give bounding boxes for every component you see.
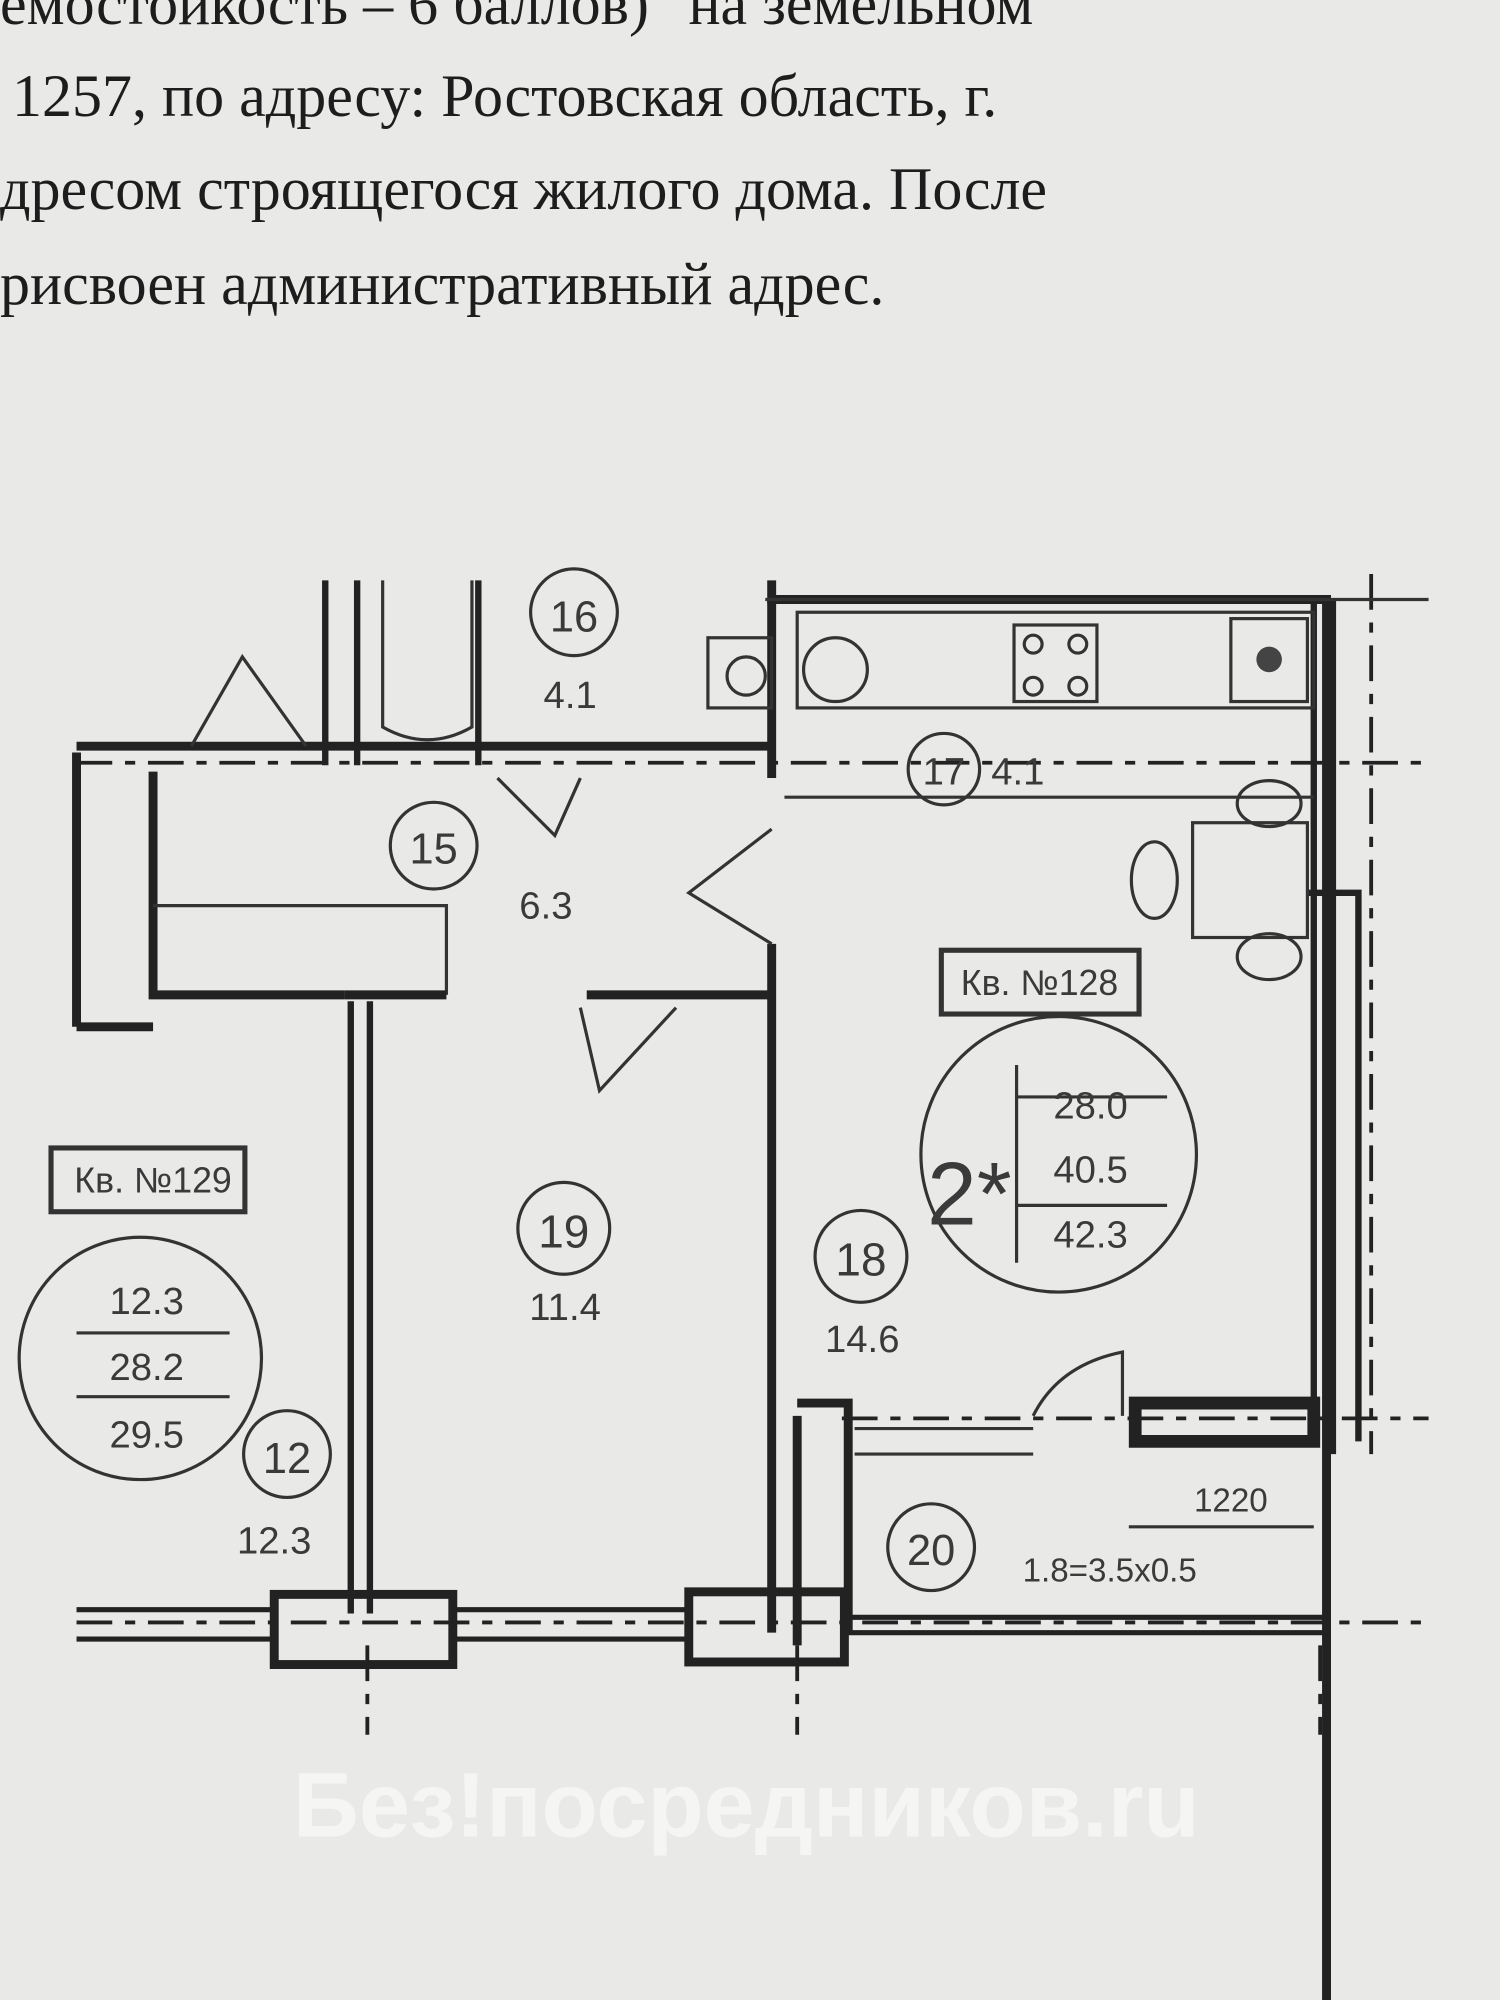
room-19: 19 11.4: [516, 1180, 612, 1329]
apartment-label: Кв. №129: [74, 1161, 231, 1201]
axis-lines: [76, 573, 1429, 1735]
text-line: рисвоен административный адрес.: [0, 251, 885, 317]
living-area: 28.0: [1053, 1085, 1127, 1128]
apartment-129-badge: Кв. №129 12.3 28.2 29.5: [17, 1145, 264, 1482]
room-17: 17 4.1: [906, 731, 1044, 807]
room-number: 20: [907, 1527, 955, 1575]
room-12: 12 12.3: [237, 1409, 332, 1563]
text-line: емостойкость – 6 баллов)" на земельном: [0, 0, 1034, 37]
room-16: 16 4.1: [529, 567, 619, 717]
doors: [189, 653, 1125, 1456]
watermark: Без!посредников.ru: [293, 1755, 1200, 1857]
rooms-count: 2*: [927, 1143, 1011, 1243]
room-15: 15 6.3: [388, 800, 573, 927]
room-area: 12.3: [237, 1520, 311, 1563]
total-area: 40.5: [1053, 1148, 1127, 1191]
apartment-128-badge: Кв. №128 2* 28.0 40.5 42.3: [919, 947, 1199, 1294]
room-20-balcony: 20 1.8=3.5х0.5 1220: [886, 1482, 1314, 1593]
room-number: 18: [835, 1234, 886, 1286]
apartment-label: Кв. №128: [961, 963, 1118, 1003]
room-area: 6.3: [519, 884, 572, 927]
room-number: 16: [550, 593, 598, 641]
total-area: 28.2: [109, 1346, 183, 1389]
room-area: 4.1: [991, 750, 1044, 793]
total-area-with-balcony: 42.3: [1053, 1213, 1127, 1256]
room-number: 15: [410, 826, 458, 874]
room-area: 14.6: [825, 1318, 899, 1361]
total-area-with-balcony: 29.5: [109, 1414, 183, 1457]
room-18: 18 14.6: [813, 1208, 909, 1361]
room-area: 1.8=3.5х0.5: [1023, 1553, 1197, 1590]
dimension-label: 1220: [1194, 1482, 1268, 1519]
kitchen-fixtures: [706, 610, 1316, 982]
room-number: 12: [263, 1435, 311, 1483]
living-area: 12.3: [109, 1280, 183, 1323]
text-line: дресом строящегося жилого дома. После: [0, 156, 1048, 222]
text-line: 1257, по адресу: Ростовская область, г.: [12, 63, 998, 129]
room-number: 17: [923, 750, 966, 793]
room-area: 11.4: [529, 1286, 601, 1329]
room-number: 19: [538, 1205, 589, 1257]
room-area: 4.1: [544, 674, 597, 717]
